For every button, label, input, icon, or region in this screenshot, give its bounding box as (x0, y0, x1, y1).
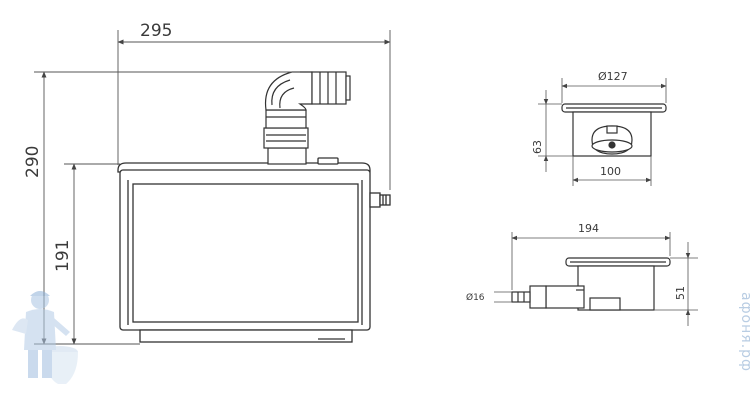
outlet-pipe (263, 71, 351, 165)
side-outlet-diameter-label: Ø16 (466, 292, 485, 303)
pump-side-view (511, 257, 671, 311)
side-outlet-nozzle (511, 291, 531, 303)
pump-top-view (561, 103, 667, 157)
pump-top-dimensions (538, 78, 667, 186)
tank-front-panel (132, 183, 359, 323)
front-width-label: 295 (140, 21, 172, 41)
front-view (117, 157, 391, 343)
vent-cap (317, 157, 339, 165)
tank-base (139, 329, 353, 343)
pump-side-dimensions (494, 232, 698, 326)
pump-height-label: 63 (531, 140, 544, 154)
pump-width-label: 100 (600, 165, 621, 178)
watermark-text: афоня.рф (738, 292, 750, 372)
side-outlet-tube (545, 285, 585, 309)
plumber-mascot-logo (12, 291, 78, 384)
pump-diameter-label: Ø127 (598, 70, 628, 83)
side-inlet (369, 192, 381, 208)
front-total-height-label: 290 (23, 146, 43, 178)
front-body-height-label: 191 (53, 240, 73, 272)
tank-body (119, 169, 371, 331)
side-length-label: 194 (578, 222, 599, 235)
side-height-label: 51 (674, 286, 687, 300)
